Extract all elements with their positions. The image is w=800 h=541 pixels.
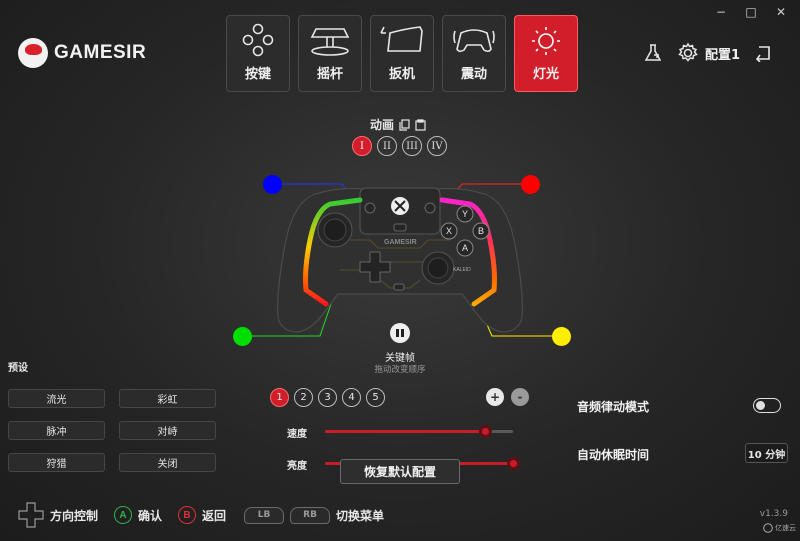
animation-header: 动画 [370, 116, 426, 133]
tab-vibration[interactable]: 震动 [442, 15, 506, 92]
audio-mode-toggle[interactable] [753, 398, 781, 413]
buttons-icon [242, 23, 274, 57]
face-button-a: A [462, 243, 468, 253]
b-button-icon: B [178, 506, 197, 524]
animation-slots: I II III IV [352, 136, 447, 156]
brightness-handle[interactable] [507, 457, 520, 470]
confirm-hint-label: 确认 [138, 508, 163, 523]
pause-button[interactable] [390, 323, 410, 343]
tab-joystick[interactable]: 摇杆 [298, 15, 362, 92]
preset-hunt[interactable]: 狩猎 [8, 453, 105, 472]
watermark: 亿速云 [763, 523, 796, 533]
preset-standoff[interactable]: 对峙 [119, 421, 216, 440]
color-slot-4[interactable]: 4 [342, 388, 361, 407]
add-color-button[interactable]: + [486, 388, 504, 406]
sleep-time-label: 自动休眠时间 [577, 448, 650, 462]
tab-buttons[interactable]: 按键 [226, 15, 290, 92]
version-label: v1.3.9 [759, 509, 788, 519]
speed-slider[interactable] [325, 425, 513, 438]
switch-menu-hint-label: 切换菜单 [336, 508, 385, 523]
main-tabs: 按键 摇杆 扳机 震动 [226, 15, 578, 92]
remove-color-button[interactable]: - [511, 388, 529, 406]
color-slot-5[interactable]: 5 [366, 388, 385, 407]
config-name: 配置1 [704, 47, 740, 63]
trigger-icon [380, 26, 423, 52]
speed-handle[interactable] [478, 425, 492, 438]
controller-body: GAMESIR KALEID Y X B A [277, 187, 523, 333]
controller-logo: GAMESIR [384, 239, 417, 246]
lb-bumper-icon: LB [244, 506, 285, 524]
led-zone-top-left[interactable] [263, 175, 282, 194]
animation-slot-4[interactable]: IV [427, 136, 447, 156]
tab-label: 按键 [244, 67, 271, 82]
brand-logo: GAMESIR [18, 38, 146, 68]
vibration-icon [453, 29, 495, 53]
led-zone-bottom-left[interactable] [233, 327, 252, 346]
presets-title: 预设 [8, 363, 28, 374]
preset-pulse[interactable]: 脉冲 [8, 421, 105, 440]
color-slot-3[interactable]: 3 [318, 388, 337, 407]
animation-title: 动画 [370, 118, 395, 132]
face-button-b: B [478, 226, 484, 236]
tab-label: 震动 [460, 67, 487, 82]
led-zone-top-right[interactable] [521, 175, 540, 194]
reset-default-button[interactable]: 恢复默认配置 [340, 459, 460, 484]
preset-rainbow[interactable]: 彩虹 [119, 389, 216, 408]
speed-fill [325, 430, 485, 433]
watermark-text: 亿速云 [775, 524, 796, 532]
keyframe-subtitle: 拖动改变顺序 [374, 365, 426, 375]
color-slot-1[interactable]: 1 [270, 388, 289, 407]
tab-label: 扳机 [388, 67, 415, 82]
brightness-label: 亮度 [287, 461, 307, 472]
config-selector[interactable]: 配置1 [677, 42, 740, 64]
animation-slot-2[interactable]: II [377, 136, 397, 156]
a-button-icon: A [114, 506, 133, 524]
animation-slot-1[interactable]: I [352, 136, 372, 156]
led-zone-bottom-right[interactable] [552, 327, 571, 346]
minimize-button[interactable]: − [715, 5, 727, 19]
face-button-x: X [446, 226, 452, 236]
color-slots: 1 2 3 4 5 [270, 388, 385, 407]
light-icon [532, 27, 560, 55]
footer-hints: 方向控制 A 确认 B 返回 LB RB 切换菜单 [18, 502, 384, 528]
copy-icon[interactable] [399, 118, 410, 131]
controller-model: KALEID [453, 267, 471, 273]
speed-label: 速度 [287, 429, 307, 440]
preset-off[interactable]: 关闭 [119, 453, 216, 472]
preset-flow[interactable]: 流光 [8, 389, 105, 408]
brand-name: GAMESIR [54, 42, 147, 63]
watermark-logo-icon [763, 523, 773, 533]
color-slot-2[interactable]: 2 [294, 388, 313, 407]
gear-icon [678, 42, 698, 62]
flask-icon[interactable] [643, 43, 663, 63]
rb-bumper-icon: RB [290, 506, 331, 524]
pause-icon [396, 329, 399, 337]
tab-trigger[interactable]: 扳机 [370, 15, 434, 92]
joystick-icon [310, 28, 350, 56]
header-actions: 配置1 [643, 42, 772, 64]
audio-mode-label: 音频律动模式 [577, 400, 650, 414]
sleep-time-select[interactable]: 10 分钟 [745, 443, 788, 463]
tab-label: 摇杆 [316, 67, 343, 82]
window-controls: − □ ✕ [706, 2, 796, 22]
dpad-icon [18, 502, 44, 528]
face-button-y: Y [462, 209, 468, 219]
tab-label: 灯光 [532, 67, 559, 82]
close-button[interactable]: ✕ [775, 5, 787, 19]
gamesir-logo-icon [18, 38, 48, 68]
controller-illustration: GAMESIR KALEID Y X B A [244, 183, 560, 337]
back-arrow-icon[interactable] [754, 44, 772, 62]
tab-light[interactable]: 灯光 [514, 15, 578, 92]
back-hint-label: 返回 [202, 508, 227, 523]
dpad-hint-label: 方向控制 [50, 508, 99, 523]
paste-icon[interactable] [415, 118, 426, 131]
animation-slot-3[interactable]: III [402, 136, 422, 156]
maximize-button[interactable]: □ [745, 5, 757, 19]
keyframe-title: 关键帧 [385, 353, 415, 364]
